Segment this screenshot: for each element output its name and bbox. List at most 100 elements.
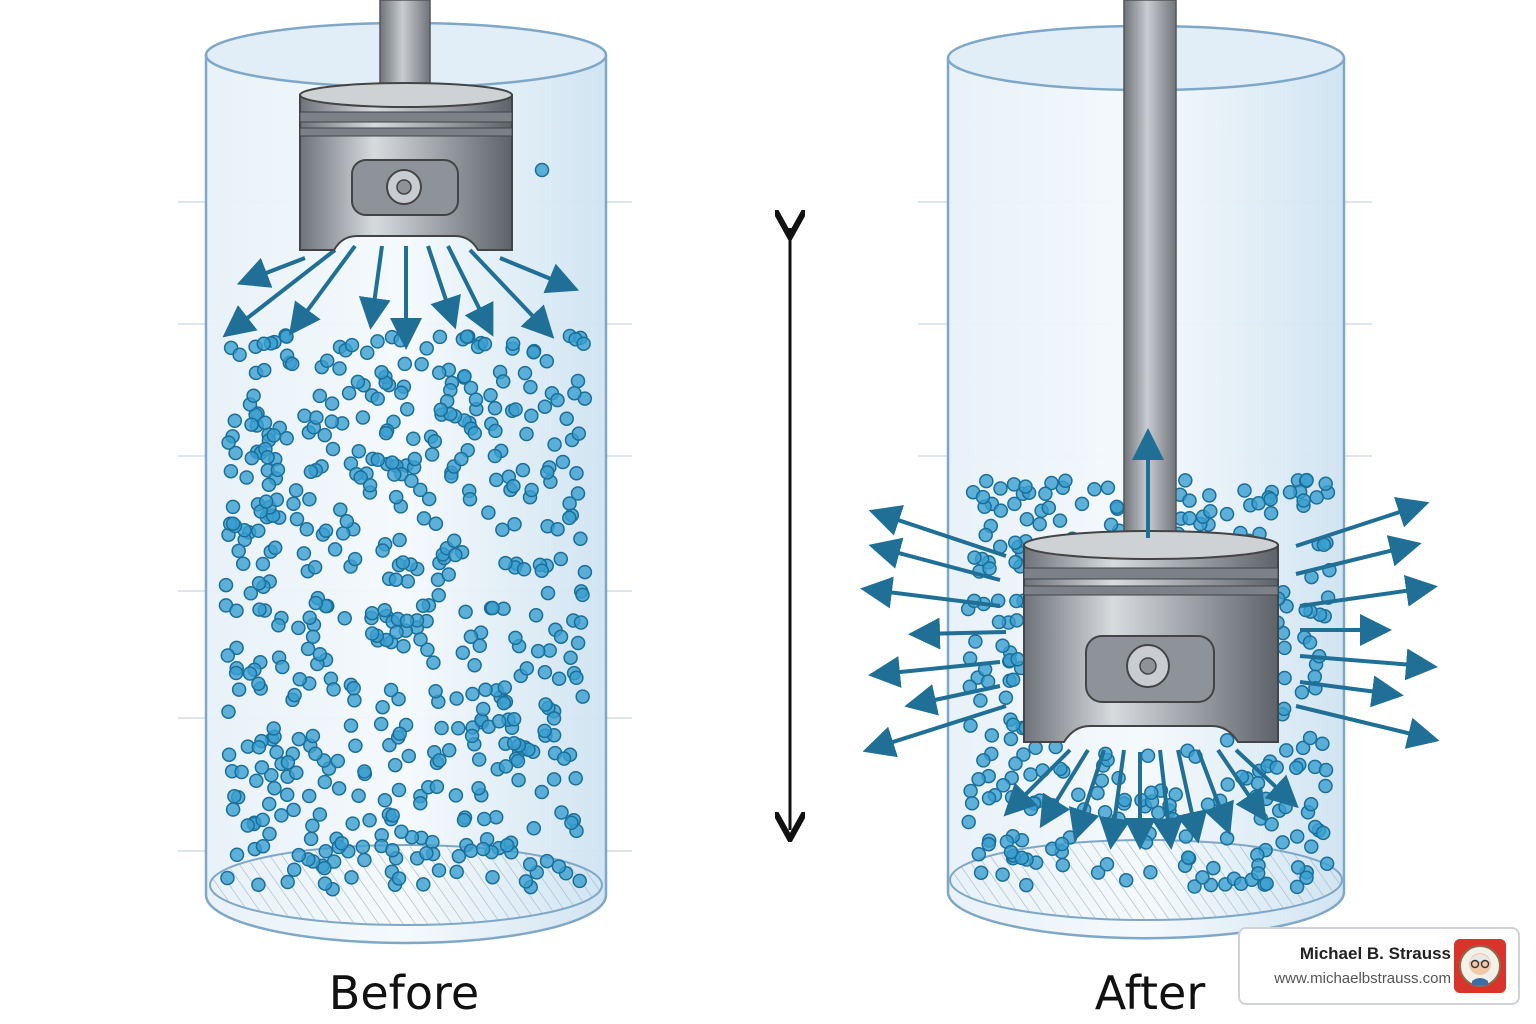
particle [261,477,277,492]
particle [239,470,254,485]
particle [415,598,431,613]
particle [385,808,400,823]
particle [413,795,428,811]
particle [229,603,244,619]
particle [1044,475,1059,491]
force-arrow [468,248,555,339]
particle [1028,740,1043,756]
particle [554,805,569,820]
particle [1263,491,1278,507]
particle [256,362,272,378]
before-cylinder [178,0,632,945]
force-arrow [860,576,1001,609]
author-website[interactable]: www.michaelbstrauss.com [1274,970,1451,987]
particle [465,686,480,702]
particle [429,779,445,795]
particle [229,847,245,863]
particle [1206,860,1221,876]
particle [459,329,475,344]
particle [530,643,546,659]
particle [357,852,372,868]
particle [262,826,277,842]
after-force-arrows [860,428,1440,850]
particle [451,848,467,864]
particle [346,681,361,696]
particle [324,396,340,411]
particle [260,450,275,465]
particle [332,361,347,376]
particle [471,780,486,796]
particle [498,759,514,774]
particle [571,426,587,441]
particle [534,563,550,578]
particle [546,772,562,787]
particle [255,812,270,828]
particle [1019,512,1035,527]
particle [528,608,544,623]
particle [537,665,553,680]
particle [431,863,447,878]
particle [968,634,983,649]
particle [464,728,480,744]
particle [254,760,270,775]
particle [1202,488,1217,503]
particle [309,410,324,425]
particle [991,614,1007,630]
particle [317,876,333,891]
particle [291,620,306,636]
particle [1054,836,1070,852]
particle [516,562,532,577]
particle [302,492,317,507]
particle [1074,496,1090,512]
particle [1144,785,1159,801]
particle [433,402,449,418]
particle [305,629,321,644]
author-avatar [1454,939,1506,993]
force-arrow [222,248,337,338]
particle [387,757,403,773]
particle [318,523,334,538]
particle [279,329,294,344]
force-arrow [1299,574,1438,608]
particle [1263,506,1279,521]
particle [553,551,569,567]
before-particles [218,162,593,897]
particle [424,447,440,462]
particle [1302,730,1318,746]
particle [555,454,571,470]
particle [537,723,552,739]
particle [485,600,500,616]
particle [568,771,583,786]
particle [377,793,393,808]
force-arrow [908,617,1007,650]
particle [335,526,351,541]
particle [344,337,360,353]
force-arrow [358,245,391,330]
particle [1041,500,1057,516]
particle [359,345,375,360]
force-arrow [1196,749,1234,836]
particle [280,874,295,890]
particle [572,873,587,889]
particle [487,400,503,416]
particle [392,532,407,548]
author-badge[interactable]: Michael B. Strauss www.michaelbstrauss.c… [1238,927,1520,1005]
particle [370,334,385,349]
particle [344,870,359,885]
particle [517,365,533,381]
particle [462,491,478,507]
particle [569,670,584,686]
particle [286,802,301,818]
particle [350,374,366,390]
particle [1296,493,1311,508]
particle [981,836,996,852]
particle [449,691,464,706]
particle [302,610,317,625]
particle [519,661,535,676]
particle [353,470,368,485]
particle [567,385,582,401]
particle [1289,829,1305,844]
particle [339,514,355,529]
particle [1277,670,1292,686]
particle [978,527,993,543]
